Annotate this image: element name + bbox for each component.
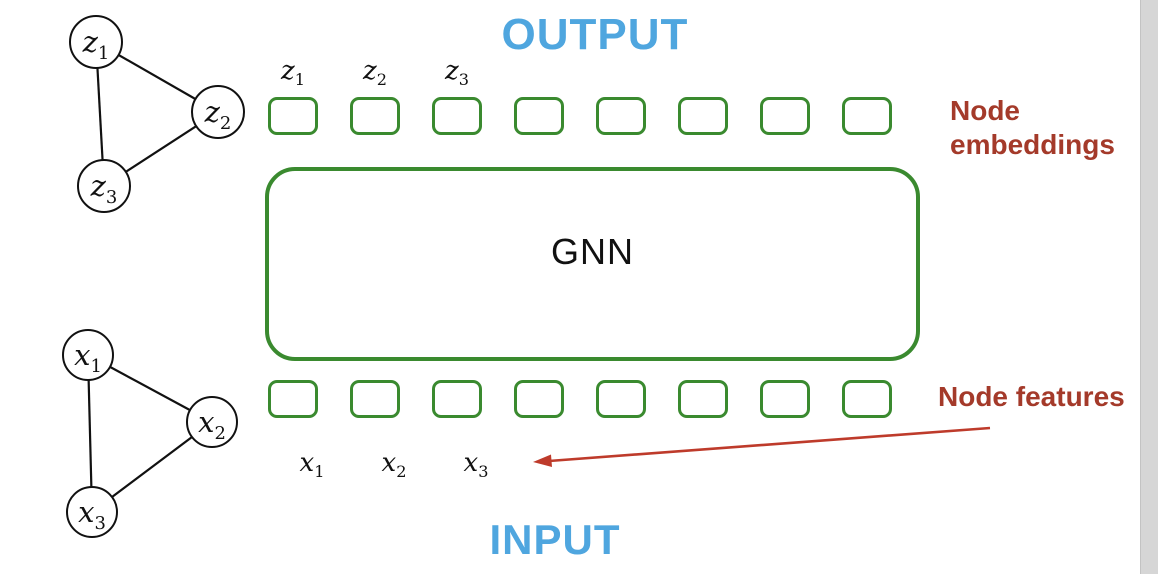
output-caption: OUTPUT	[501, 10, 689, 59]
embedding-labels-row: z1 z2 z3	[268, 56, 482, 90]
feature-box	[596, 380, 646, 418]
embedding-box	[760, 97, 810, 135]
feature-label-x1: x1	[299, 448, 325, 482]
feature-box	[268, 380, 318, 418]
graph-node-x3: x3	[66, 486, 118, 538]
input-caption: INPUT	[489, 516, 621, 563]
graph-node-z2: z2	[191, 85, 245, 139]
embedding-label-z1: z1	[281, 56, 305, 90]
feature-label-x3: x3	[463, 448, 489, 482]
graph-node-z2-label: z2	[204, 94, 232, 134]
feature-box	[842, 380, 892, 418]
gnn-box: GNN	[265, 167, 920, 361]
graph-node-x2: x2	[186, 396, 238, 448]
embedding-box	[268, 97, 318, 135]
graph-node-x1: x1	[62, 329, 114, 381]
feature-labels-row: x1 x2 x3	[287, 448, 501, 482]
node-features-annotation: Node features	[938, 381, 1125, 412]
embedding-box	[596, 97, 646, 135]
feature-boxes-row	[268, 380, 892, 418]
graph-node-x3-label: x3	[78, 494, 106, 534]
embedding-label-z2: z2	[363, 56, 387, 90]
graph-node-z1: z1	[69, 15, 123, 69]
feature-box	[350, 380, 400, 418]
feature-box	[514, 380, 564, 418]
graph-node-z3: z3	[77, 159, 131, 213]
feature-box	[432, 380, 482, 418]
embedding-boxes-row	[268, 97, 892, 135]
graph-node-z3-label: z3	[90, 168, 118, 208]
embedding-box	[432, 97, 482, 135]
right-edge-strip	[1140, 0, 1158, 574]
embedding-box	[678, 97, 728, 135]
node-embeddings-annotation: Node embeddings	[950, 95, 1115, 160]
feature-label-x2: x2	[381, 448, 407, 482]
feature-box	[678, 380, 728, 418]
graph-node-x2-label: x2	[198, 404, 226, 444]
gnn-label: GNN	[551, 231, 634, 272]
embedding-label-z3: z3	[445, 56, 469, 90]
graph-node-x1-label: x1	[74, 337, 102, 377]
graph-node-z1-label: z1	[82, 24, 110, 64]
annotation-arrow-head	[533, 454, 552, 467]
embedding-box	[350, 97, 400, 135]
embedding-box	[842, 97, 892, 135]
feature-box	[760, 380, 810, 418]
annotation-arrow-line	[548, 426, 991, 463]
embedding-box	[514, 97, 564, 135]
